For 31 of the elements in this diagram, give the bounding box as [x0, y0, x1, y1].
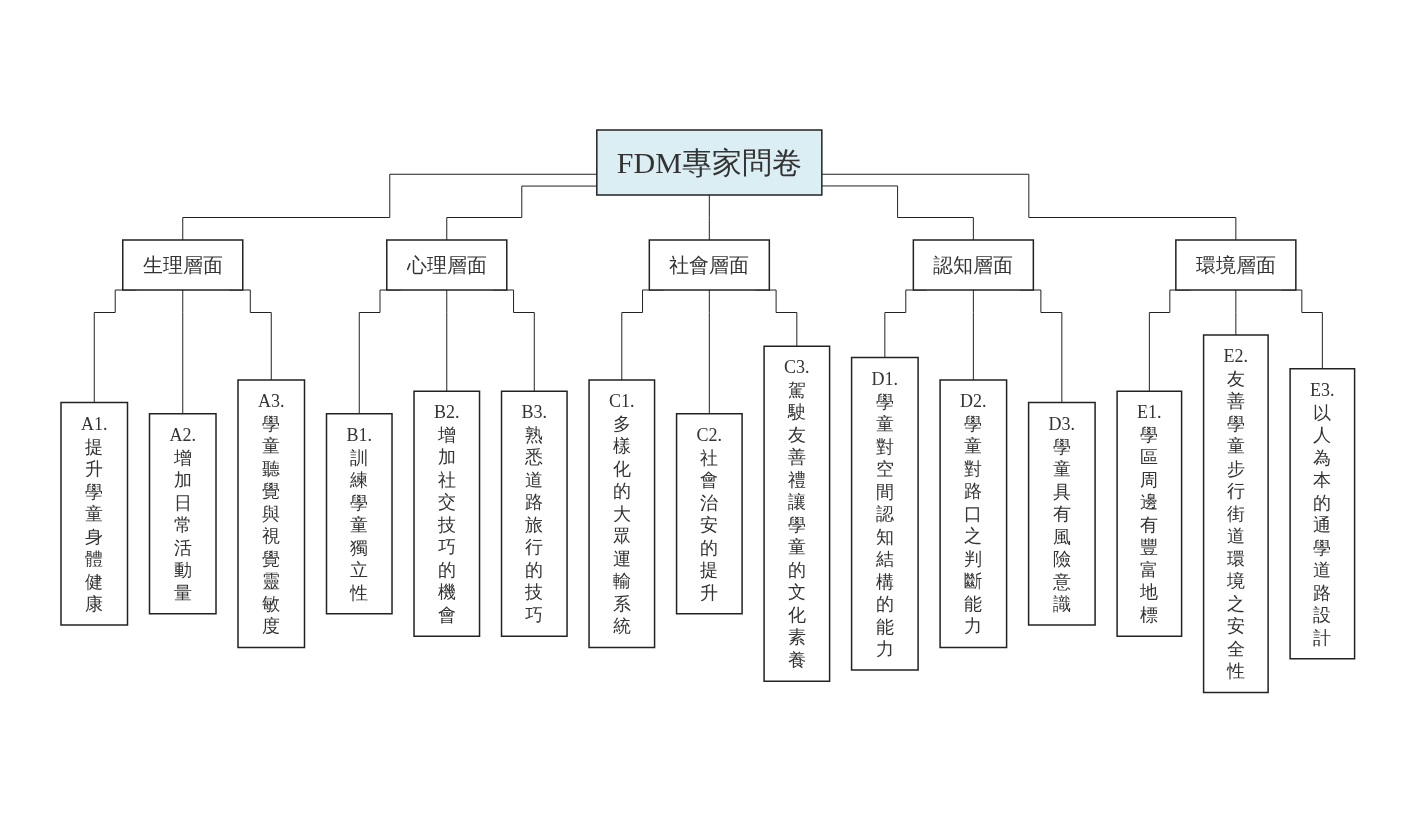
node-box: B2. 增加社交技巧的機會	[412, 390, 480, 638]
node-box: B3. 熟悉道路旅行的技巧	[500, 390, 568, 638]
connector	[446, 185, 597, 241]
node-box: C1. 多樣化的大眾運輸系統	[588, 379, 655, 649]
node-box: C3. 駕駛友善禮讓學童的文化素養	[763, 345, 831, 683]
node-box: 生理層面	[121, 239, 244, 291]
node-box: E3. 以人為本的通學道路設計	[1289, 368, 1356, 660]
node-box: 社會層面	[648, 239, 770, 291]
connector	[821, 174, 1237, 241]
node-box: A1. 提升學童身體健康	[59, 402, 128, 626]
node-box: A3. 學童聽覺與視覺靈敏度	[236, 379, 305, 649]
node-box: D1. 學童對空間認知結構的能力	[850, 357, 919, 671]
connector	[708, 289, 710, 415]
node-box: FDM專家問卷	[595, 129, 823, 196]
node-box: 認知層面	[912, 239, 1034, 291]
node-box: D3. 學童具有風險意識	[1027, 402, 1096, 626]
node-box: 環境層面	[1174, 239, 1297, 291]
node-box: E1. 學區周邊有豐富地標	[1116, 390, 1183, 638]
node-box: 心理層面	[385, 239, 508, 291]
node-box: A2. 增加日常活動量	[148, 413, 217, 615]
connector	[972, 289, 974, 381]
connector	[446, 289, 447, 392]
connector	[181, 289, 183, 415]
node-box: B1. 訓練學童獨立性	[325, 413, 393, 615]
node-box: D2. 學童對路口之判斷能力	[939, 379, 1008, 649]
connector	[181, 174, 597, 241]
connector	[821, 185, 974, 241]
node-box: E2. 友善學童步行街道環境之安全性	[1202, 334, 1269, 694]
connector	[708, 194, 710, 241]
node-box: C2. 社會治安的提升	[675, 413, 743, 615]
connector	[1235, 289, 1237, 336]
